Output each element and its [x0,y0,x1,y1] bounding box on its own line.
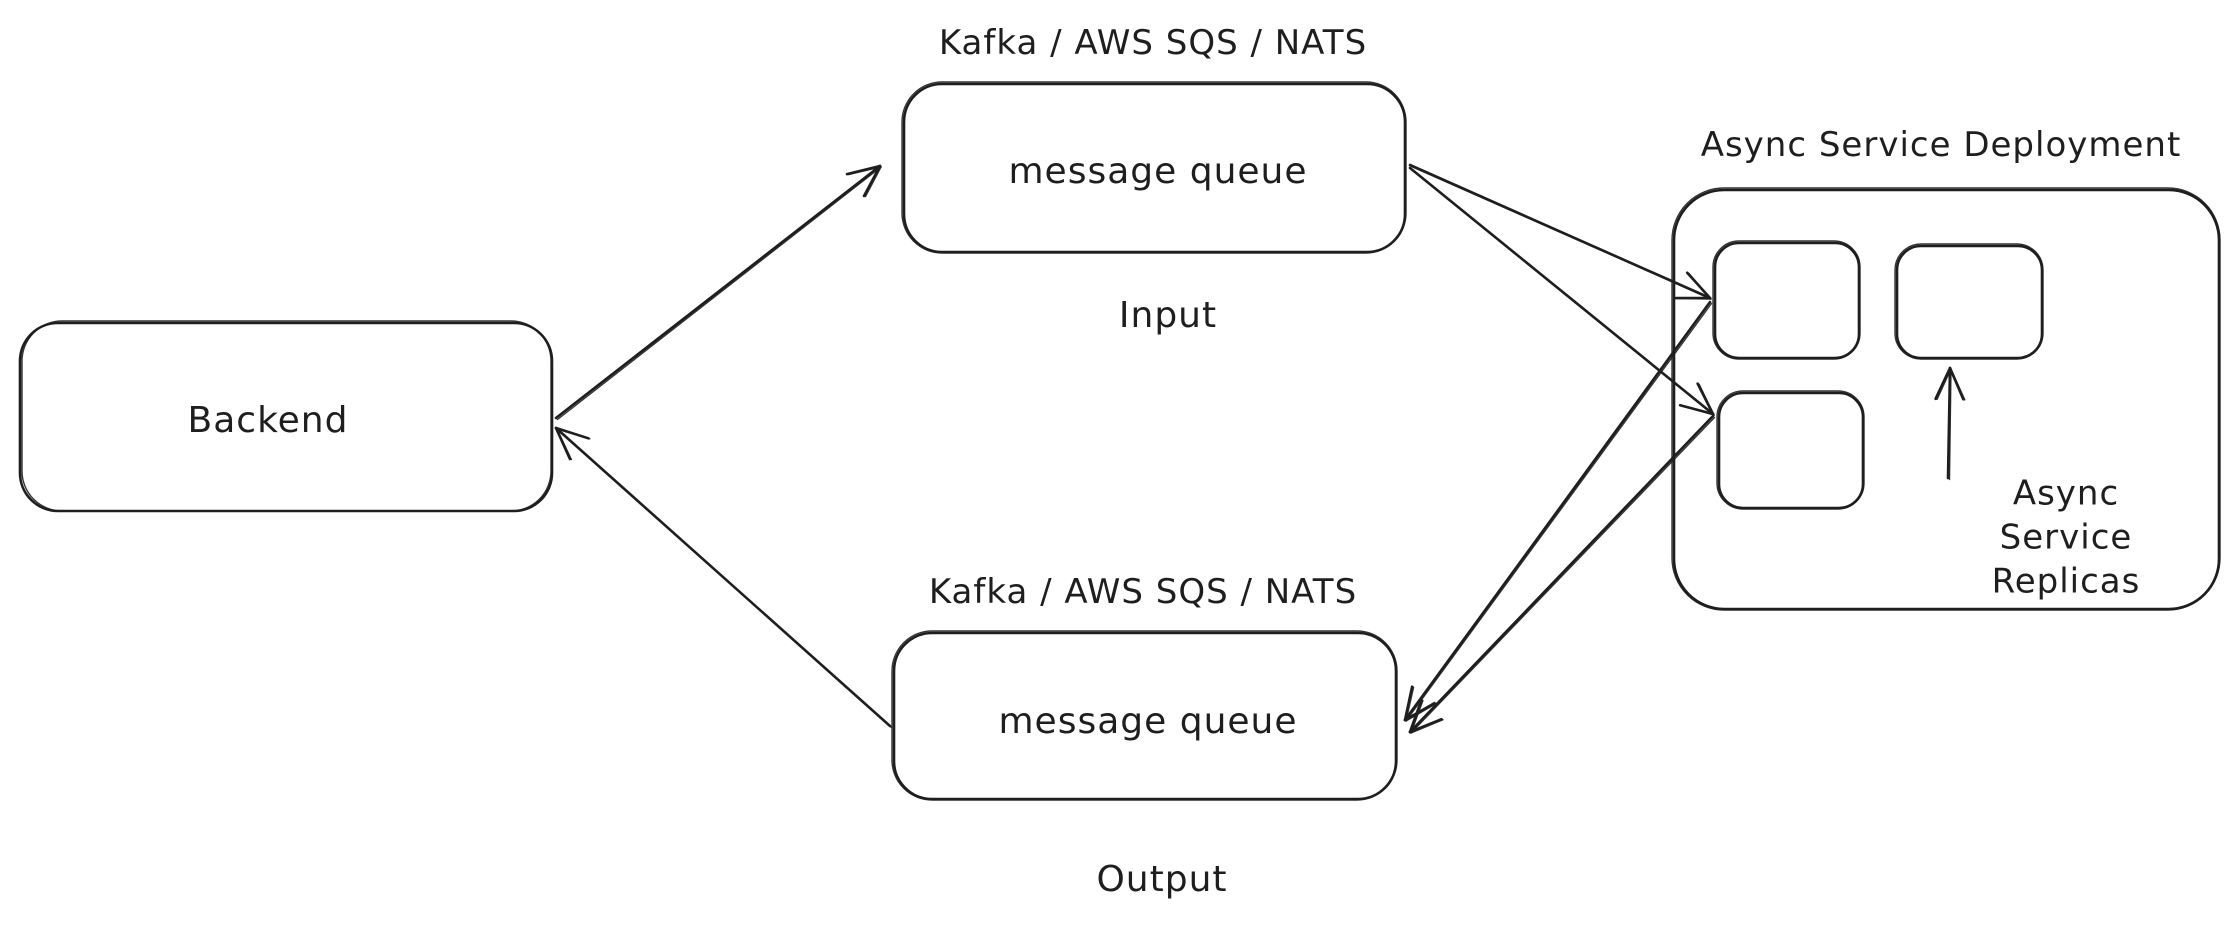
input-caption: Input [1118,295,1218,336]
output-queue-title: Kafka / AWS SQS / NATS [928,572,1358,612]
replicas-annotation-label: Async Service Replicas [1991,473,2141,603]
input-queue-label: message queue [1008,151,1308,192]
backend-label: Backend [187,400,349,441]
arrow-backend-to-input-queue[interactable] [554,164,882,421]
input-queue-title: Kafka / AWS SQS / NATS [938,23,1368,63]
replica-1[interactable] [1712,240,1861,360]
deployment-title: Async Service Deployment [1700,125,2182,165]
arrow-replica-3-to-output-queue[interactable] [1408,414,1716,734]
replica-3[interactable] [1716,390,1865,510]
arrow-input-queue-to-replica-3[interactable] [1408,166,1715,416]
output-queue-box[interactable] [891,630,1398,801]
arrow-input-queue-to-replica-1[interactable] [1408,163,1712,300]
output-queue-label: message queue [998,701,1298,742]
arrow-replicas-annotation-to-replica-2[interactable] [1934,366,1966,481]
arrows-layer [554,163,1966,734]
replica-2[interactable] [1894,243,2044,360]
input-queue-box[interactable] [901,81,1407,254]
output-caption: Output [1096,859,1228,900]
arrow-replica-1-to-output-queue[interactable] [1403,300,1713,722]
arrow-output-queue-to-backend[interactable] [554,426,893,729]
deployment-container[interactable] [1671,187,2221,611]
backend-box[interactable] [18,320,554,513]
